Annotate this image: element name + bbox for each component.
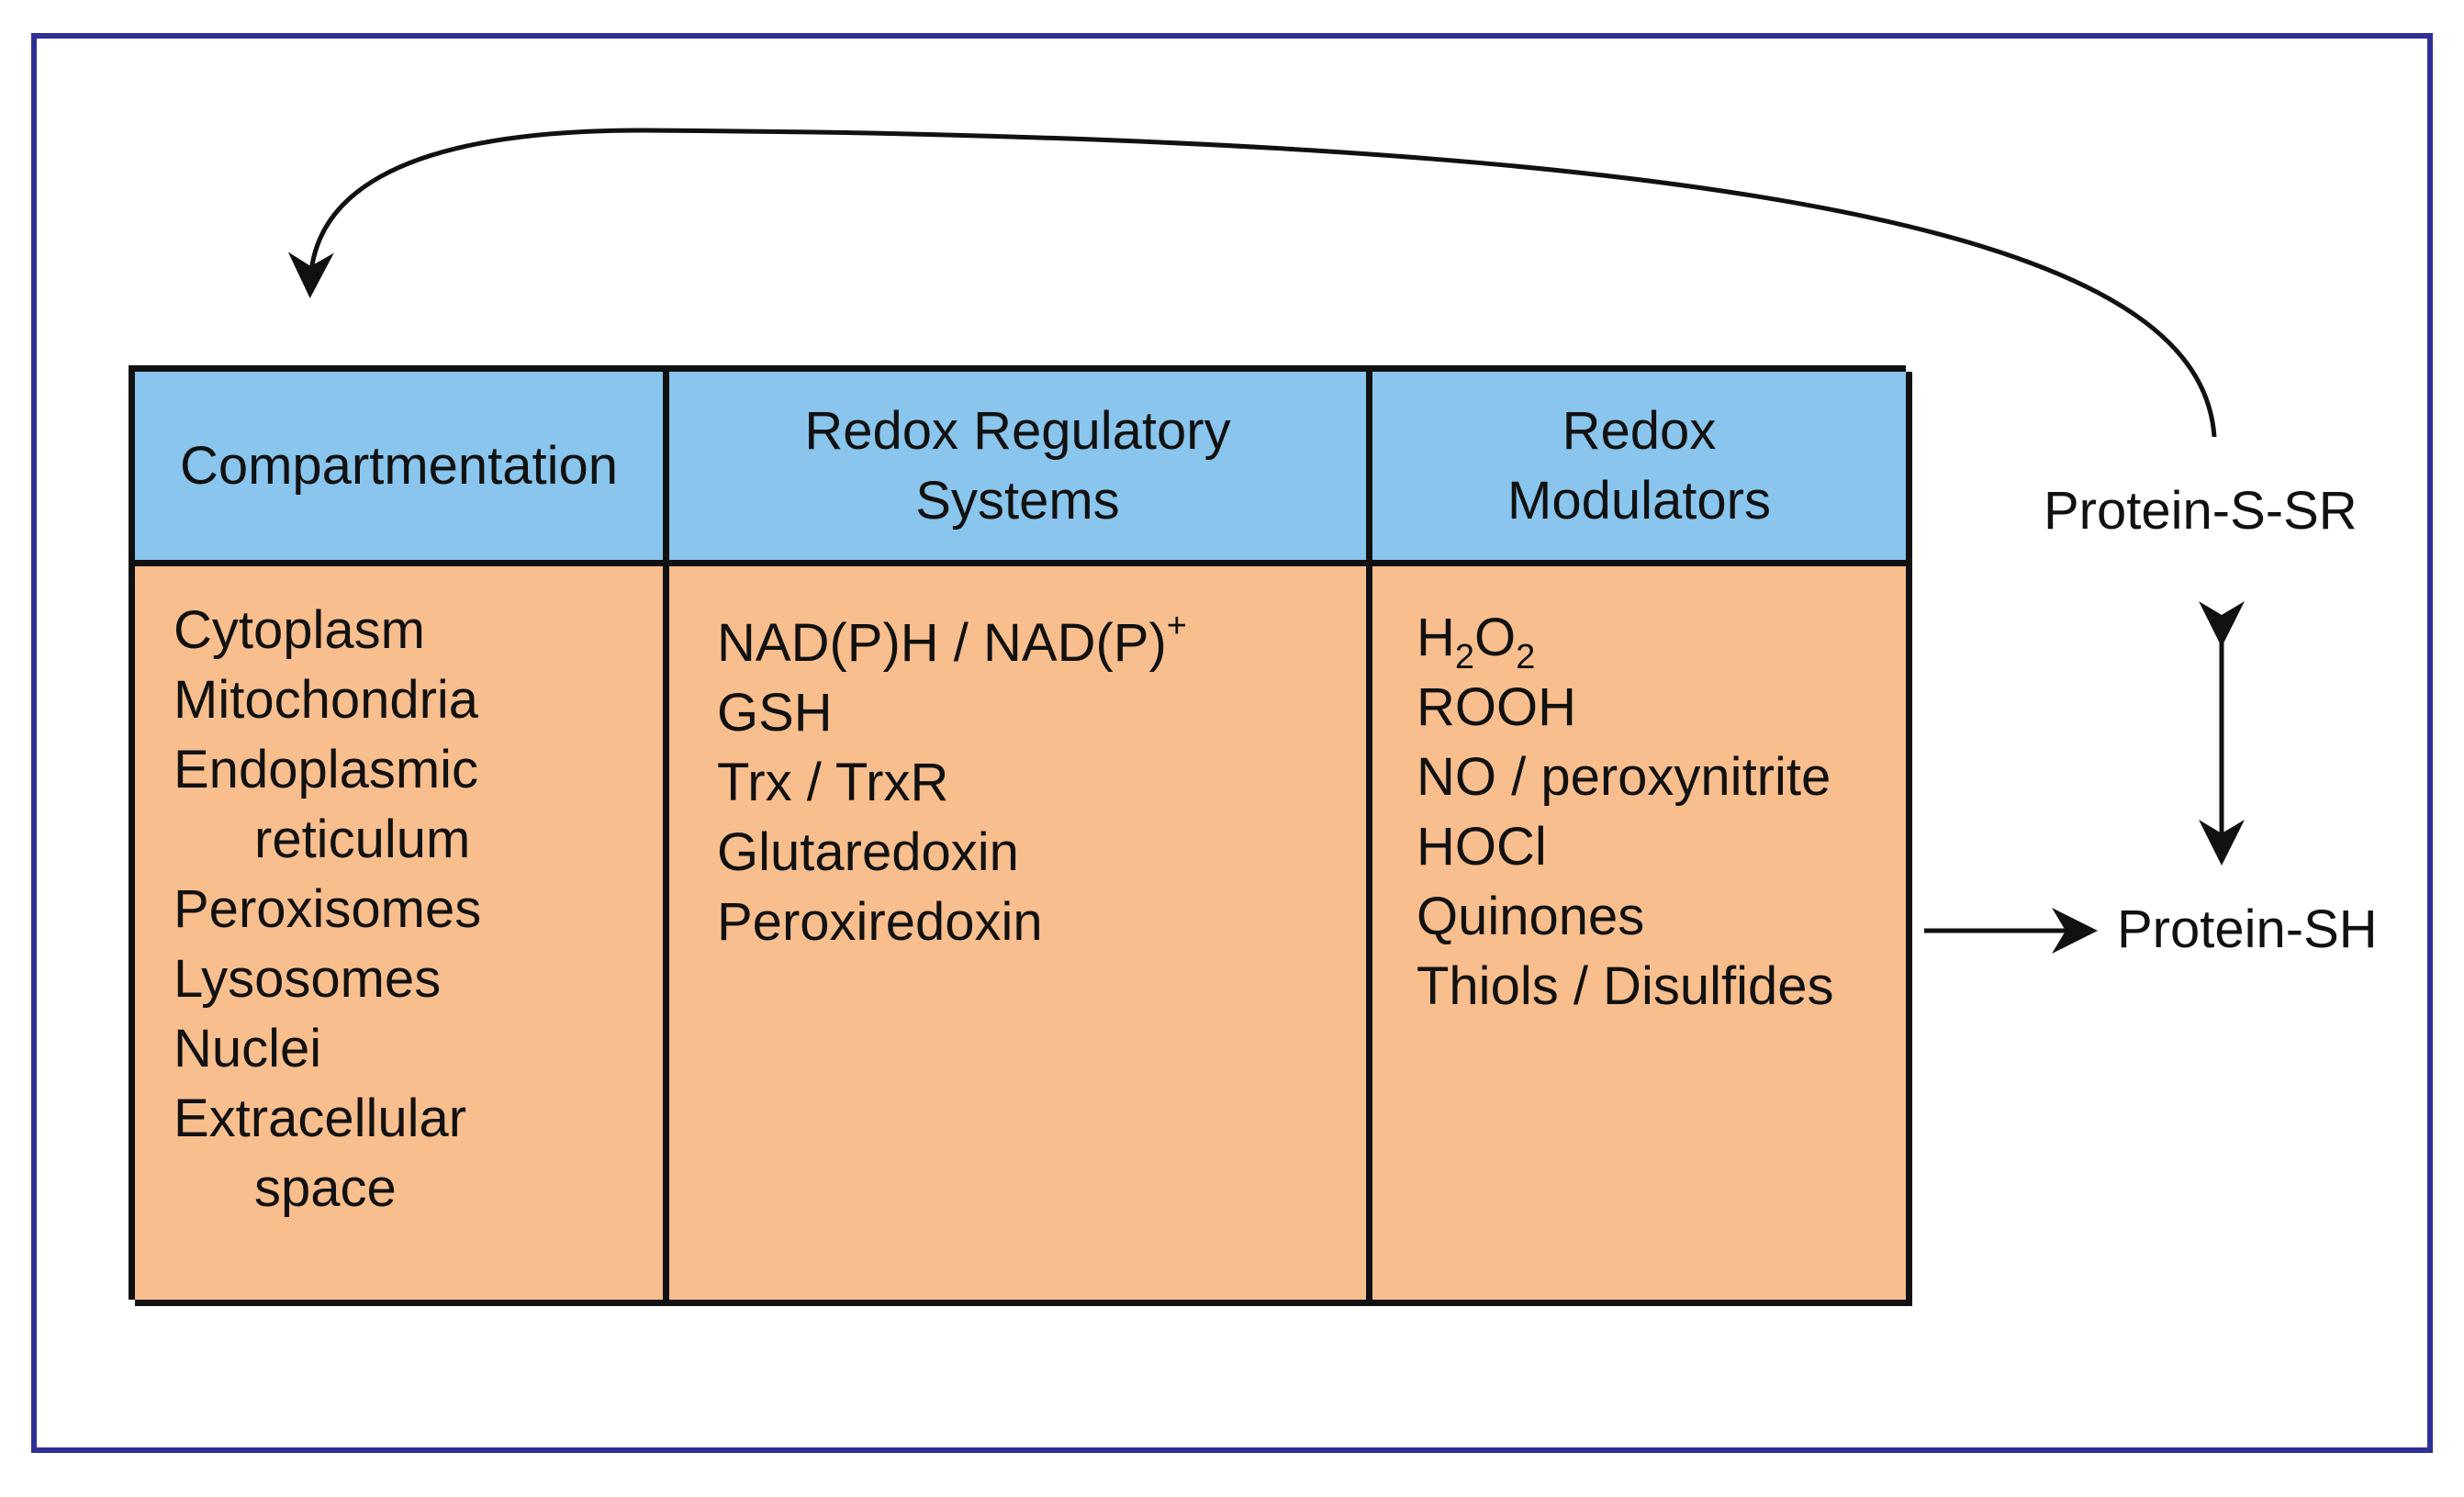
nadph-pair-text: NAD(P)H / NAD(P)	[717, 613, 1167, 673]
modulators-list: H2O2 ROOH NO / peroxynitrite HOCl Quinon…	[1417, 603, 1906, 1022]
compartment-item: Lysosomes	[174, 949, 442, 1009]
protein-sh-label: Protein-SH	[2117, 899, 2378, 959]
regulatory-item: Peroxiredoxin	[717, 892, 1043, 952]
modulator-item: Thiols / Disulfides	[1417, 956, 1834, 1016]
header-modulators-line2: Modulators	[1507, 470, 1771, 531]
modulator-item-h2o2: H2O2	[1417, 603, 1906, 676]
h2o2-sub1: 2	[1454, 638, 1475, 676]
regulatory-item: Glutaredoxin	[717, 822, 1019, 882]
h2o2-o: O	[1474, 608, 1517, 667]
compartment-item: Mitochondria	[174, 670, 479, 730]
h2o2-sub2: 2	[1516, 638, 1536, 676]
regulatory-systems-cell: NAD(P)H / NAD(P)+ GSH Trx / TrxR Glutare…	[669, 566, 1372, 1306]
regulatory-systems-list: NAD(P)H / NAD(P)+ GSH Trx / TrxR Glutare…	[717, 609, 1366, 957]
header-regulatory-line2: Systems	[915, 470, 1120, 531]
compartment-item: Cytoplasm	[174, 600, 425, 660]
modulator-item: ROOH	[1417, 677, 1576, 737]
compartment-item: space	[254, 1158, 397, 1218]
compartments-list: Cytoplasm Mitochondria Endoplasmic retic…	[174, 596, 663, 1223]
regulatory-item: Trx / TrxR	[717, 753, 949, 812]
diagram-frame	[31, 33, 2433, 1453]
modulators-cell: H2O2 ROOH NO / peroxynitrite HOCl Quinon…	[1372, 566, 1912, 1306]
regulatory-item-nadph: NAD(P)H / NAD(P)+	[717, 609, 1366, 678]
nadph-superscript: +	[1166, 607, 1187, 645]
modulator-item: HOCl	[1417, 817, 1547, 877]
header-modulators-line1: Redox	[1562, 400, 1717, 461]
modulator-item: NO / peroxynitrite	[1417, 747, 1831, 807]
regulatory-item: GSH	[717, 683, 833, 743]
compartments-cell: Cytoplasm Mitochondria Endoplasmic retic…	[135, 566, 669, 1306]
modulator-item: Quinones	[1417, 887, 1645, 946]
header-redox-regulatory-systems: Redox Regulatory Systems	[669, 372, 1372, 566]
compartment-item: Endoplasmic	[174, 740, 479, 799]
header-redox-modulators: Redox Modulators	[1372, 372, 1912, 566]
compartment-item: Peroxisomes	[174, 879, 482, 939]
protein-s-sr-label: Protein-S-SR	[2044, 481, 2358, 541]
compartment-item: Extracellular	[174, 1089, 467, 1148]
feedback-curve-arrow	[287, 128, 2217, 438]
header-regulatory-line1: Redox Regulatory	[804, 400, 1231, 461]
header-compartmentation: Compartmentation	[135, 372, 669, 566]
header-compartmentation-label: Compartmentation	[179, 435, 619, 496]
redox-table: Compartmentation Redox Regulatory System…	[129, 365, 1912, 1306]
h2o2-h: H	[1417, 608, 1455, 667]
compartment-item: Nuclei	[174, 1019, 322, 1078]
compartment-item: reticulum	[254, 810, 471, 869]
